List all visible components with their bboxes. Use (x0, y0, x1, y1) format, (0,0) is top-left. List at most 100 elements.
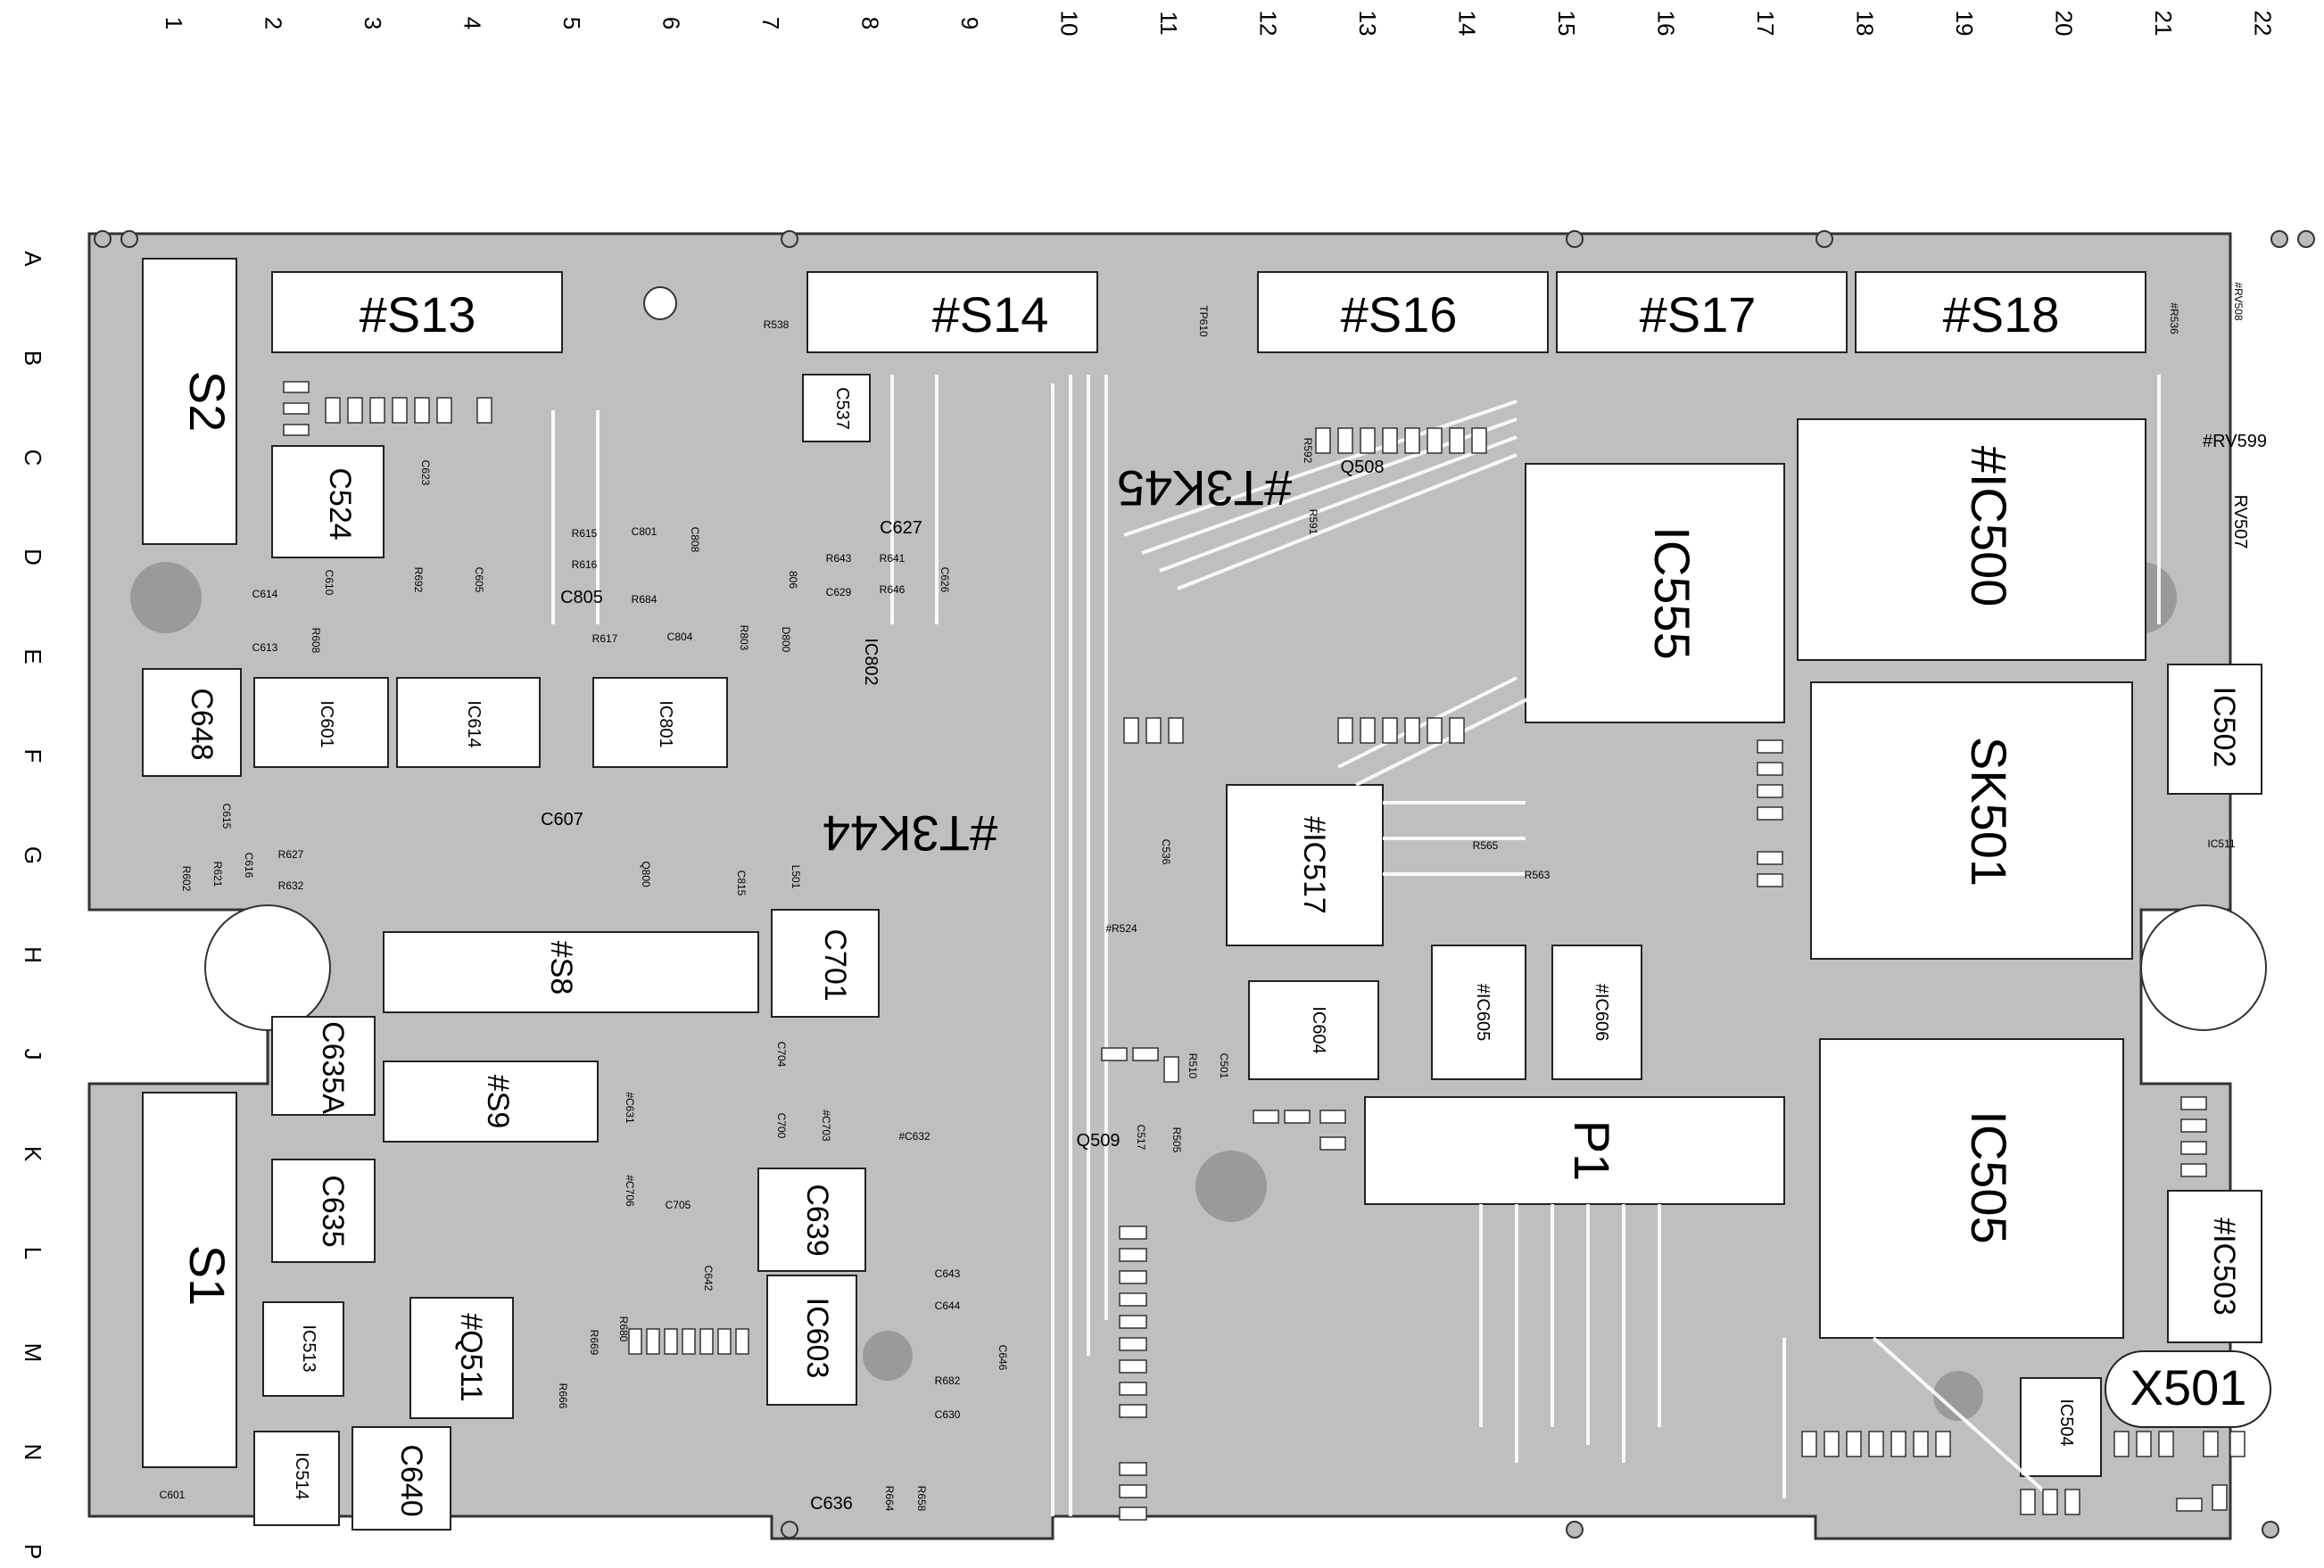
connector-p1-body (1364, 1096, 1785, 1205)
grid-column-number: 5 (558, 17, 585, 29)
label-c630: C630 (935, 1408, 961, 1421)
label-c616: C616 (243, 853, 255, 879)
label-s18: #S18 (1943, 286, 2060, 342)
label-rv507: RV507 (2230, 495, 2250, 549)
grid-row-letter: E (20, 648, 46, 664)
label-ic504: IC504 (2056, 1399, 2076, 1446)
grid-row-letter: M (20, 1343, 46, 1363)
label-ic801: IC801 (656, 700, 675, 747)
chip-ic513-body (262, 1301, 344, 1397)
grid-column-number: 4 (459, 17, 486, 29)
label-d800: D800 (780, 627, 792, 653)
grid-column-number: 12 (1255, 11, 1282, 37)
grid-column-number: 16 (1653, 11, 1680, 37)
label-r592: R592 (1302, 438, 1314, 464)
label-r524: #R524 (1105, 922, 1137, 935)
connector-s13-body (271, 271, 563, 353)
label-ic517: #IC517 (1297, 816, 1331, 914)
via-pad (1933, 1371, 1983, 1421)
label-c635a: C635A (316, 1021, 350, 1114)
grid-column-number: 19 (1951, 11, 1978, 37)
label-c613: C613 (252, 641, 278, 654)
chip-ic604-body (1248, 980, 1379, 1080)
grid-column-number: 7 (757, 17, 784, 29)
label-s16: #S16 (1341, 286, 1458, 342)
label-c805: C805 (560, 588, 603, 607)
grid-row-letter: F (20, 749, 46, 763)
chip-ic504-body (2020, 1377, 2102, 1477)
grid-row-letter: G (20, 846, 46, 864)
label-c629: C629 (826, 586, 852, 598)
label-ic513: IC513 (299, 1325, 318, 1372)
connector-s1-body (142, 1092, 237, 1468)
connector-s9-body (383, 1060, 599, 1143)
label-r692: R692 (412, 567, 425, 593)
label-rv508: #RV508 (2232, 282, 2245, 320)
label-ic514: IC514 (292, 1452, 311, 1499)
grid-row-letter: H (20, 946, 46, 963)
label-c704: C704 (775, 1042, 788, 1068)
connector-s2-body (142, 258, 237, 545)
label-c804: C804 (667, 631, 693, 643)
label-r505: R505 (1170, 1127, 1183, 1153)
edge-test-points (94, 230, 2315, 1539)
mounting-cutout-left (204, 904, 331, 1031)
grid-row-letter: L (20, 1247, 46, 1259)
grid-row-letter: D (20, 549, 46, 565)
grid-column-number: 6 (658, 17, 685, 29)
label-c639: C639 (800, 1184, 834, 1256)
label-rv599: #RV599 (2203, 432, 2267, 451)
label-c801: C801 (632, 525, 658, 538)
label-s13: #S13 (360, 286, 476, 342)
label-ic511: IC511 (2207, 838, 2235, 850)
chip-ic601-body (253, 677, 389, 768)
label-r627: R627 (278, 848, 304, 861)
label-c643: C643 (935, 1267, 961, 1280)
grid-row-letter: C (20, 450, 46, 466)
grid-column-number: 2 (261, 17, 287, 29)
cap-c639-body (757, 1168, 866, 1272)
label-ic606: #IC606 (1592, 984, 1611, 1042)
label-c614: C614 (252, 588, 278, 600)
label-ic802: IC802 (861, 638, 881, 685)
label-c632: #C632 (898, 1130, 930, 1143)
smd-parts (283, 381, 2245, 1521)
label-q806: 806 (787, 571, 799, 589)
via-pad (863, 1331, 913, 1381)
label-s9: #S9 (481, 1075, 515, 1129)
grid-column-number: 1 (161, 17, 187, 29)
grid-column-number: 21 (2150, 11, 2177, 37)
label-c610: C610 (323, 570, 335, 596)
label-r615: R615 (572, 527, 598, 540)
label-p1: P1 (1564, 1120, 1620, 1182)
chip-ic514-body (253, 1431, 340, 1526)
grid-column-number: 14 (1454, 11, 1481, 37)
chip-ic801-body (592, 677, 728, 768)
label-c703: #C703 (820, 1110, 832, 1142)
label-r565: R565 (1473, 839, 1499, 852)
connector-s14-body (806, 271, 1098, 353)
label-r602: R602 (180, 866, 193, 892)
label-q508: Q508 (1341, 458, 1385, 477)
transistor-q511-body (409, 1297, 514, 1419)
cap-c648-body (142, 668, 242, 777)
grid-row-letter: B (20, 351, 46, 366)
label-ic555: IC555 (1644, 526, 1700, 659)
label-r669: R669 (588, 1330, 600, 1356)
crystal-x501-body (2105, 1350, 2271, 1428)
label-c646: C646 (997, 1345, 1009, 1371)
chip-ic517-body (1226, 784, 1384, 946)
chip-ic603-body (766, 1275, 857, 1406)
label-s14: #S14 (932, 286, 1049, 342)
label-c605: C605 (473, 567, 485, 593)
chip-ic500-body (1797, 418, 2146, 661)
grid-column-number: 22 (2250, 11, 2277, 37)
grid-column-number: 13 (1354, 11, 1381, 37)
label-r682: R682 (935, 1374, 961, 1387)
label-c700: C700 (775, 1113, 788, 1139)
chip-ic502-body (2167, 664, 2262, 795)
label-c706: #C706 (624, 1175, 636, 1207)
chip-ic614-body (396, 677, 541, 768)
